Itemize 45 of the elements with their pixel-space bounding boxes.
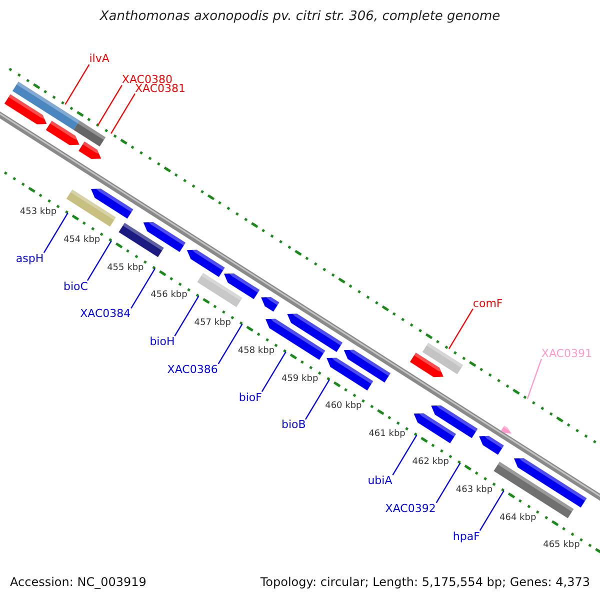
gene-label: ilvA: [89, 53, 110, 64]
scale-label: 457 kbp: [194, 319, 231, 328]
leader-line: [392, 434, 418, 476]
scale-label: 455 kbp: [107, 264, 144, 273]
scale-label: 454 kbp: [63, 236, 100, 245]
gene-label: hpaF: [452, 530, 480, 542]
scale-label: 463 kbp: [456, 486, 493, 495]
accession-text: Accession: NC_003919: [10, 576, 146, 588]
leader-line: [261, 351, 286, 392]
leader-line: [130, 268, 156, 309]
gene-label: comF: [472, 298, 503, 309]
genome-info-text: Topology: circular; Length: 5,175,554 bp; Genes: 4,373: [260, 576, 590, 588]
leader-line: [526, 358, 542, 400]
gene-label: XAC0384: [80, 308, 131, 320]
scale-label: 453 kbp: [20, 208, 57, 217]
gene-label: XAC0381: [135, 82, 186, 94]
leader-line: [218, 324, 243, 364]
leader-line: [64, 64, 90, 105]
gene-label: ubiA: [368, 475, 392, 486]
scale-label: 461 kbp: [368, 430, 406, 440]
leader-line: [110, 93, 136, 134]
scale-label: 460 kbp: [325, 402, 362, 412]
leader-line: [448, 308, 474, 350]
leader-line: [479, 490, 504, 531]
gene-label: bioF: [238, 392, 262, 403]
scale-label: 464 kbp: [500, 514, 536, 523]
gene-label: bioB: [281, 419, 306, 430]
scale-label: 462 kbp: [412, 458, 449, 467]
leader-line: [304, 379, 330, 420]
leader-line: [86, 240, 112, 281]
gene-label: aspH: [16, 252, 44, 264]
gene-label: bioC: [63, 280, 88, 292]
leader-line: [43, 212, 68, 254]
gene-label: XAC0386: [167, 364, 218, 375]
scale-label: 459 kbp: [281, 374, 318, 384]
diagram-title: Xanthomonas axonopodis pv. citri str. 306, complete genome: [98, 10, 502, 23]
leader-line: [174, 296, 200, 336]
scale-label: 458 kbp: [238, 346, 275, 356]
gene-label: XAC0391: [541, 348, 592, 359]
scale-label: 456 kbp: [150, 291, 188, 300]
scale-label: 465 kbp: [543, 541, 580, 550]
leader-line: [97, 84, 122, 126]
gene-label: XAC0392: [385, 502, 436, 514]
leader-line: [436, 462, 461, 504]
gene-label: bioH: [150, 336, 175, 348]
